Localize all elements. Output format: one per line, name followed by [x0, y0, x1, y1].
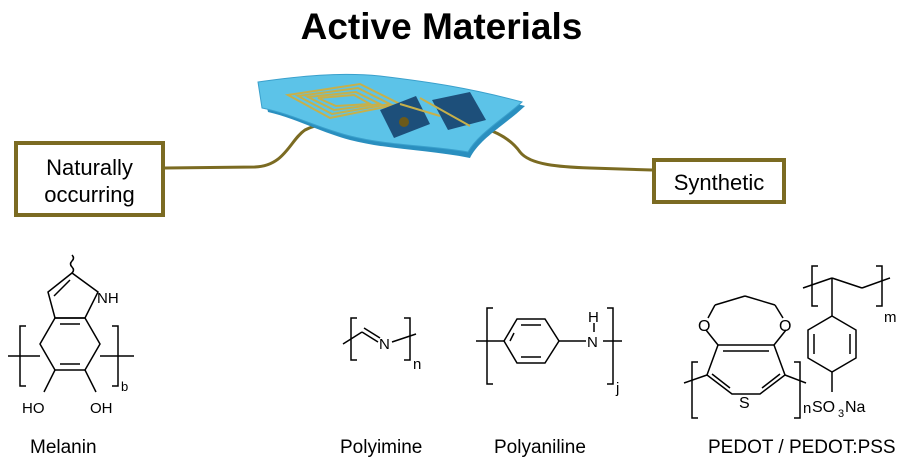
polyaniline-n-label: N: [587, 334, 598, 351]
pedot-o1-label: O: [698, 318, 710, 335]
polyimine-n-label: N: [379, 336, 390, 353]
pedot-s-label: S: [739, 395, 750, 412]
polyaniline-bracket-right: [607, 307, 614, 385]
pss-bracket-right: [876, 265, 883, 307]
melanin-structure: [8, 254, 134, 393]
pss-subscript: m: [884, 309, 897, 326]
polyaniline-subscript: j: [615, 380, 619, 397]
melanin-ho-label: HO: [22, 400, 45, 417]
page-title: Active Materials: [300, 6, 583, 47]
polyimine-subscript: n: [413, 356, 421, 373]
polyimine-structure: [342, 317, 417, 361]
electrode-right: [432, 92, 486, 130]
naturally-occurring-label-line1: Naturally: [46, 155, 133, 180]
polyaniline-benzene-ring: [503, 318, 560, 364]
pss-bracket-left: [811, 265, 818, 307]
pedot-subscript: n: [803, 400, 811, 417]
caption-pedot: PEDOT / PEDOT:PSS: [708, 437, 896, 458]
melanin-oh-label: OH: [90, 400, 113, 417]
polyaniline-h-label: H: [588, 309, 599, 326]
pedot-thiophene-ring: [706, 344, 786, 395]
pss-structure: [802, 265, 891, 392]
melanin-subscript: b: [121, 379, 128, 394]
electrode-left: [380, 96, 430, 138]
pedot-bracket-left: [691, 361, 698, 419]
polyaniline-structure: [476, 307, 622, 385]
melanin-benzene-ring: [39, 317, 101, 371]
caption-polyaniline: Polyaniline: [494, 437, 586, 458]
melanin-pyrrole-ring: [47, 272, 99, 319]
synthetic-label: Synthetic: [673, 170, 765, 195]
pedot-bracket-right: [794, 361, 801, 419]
synthetic-box: Synthetic: [652, 158, 786, 204]
melanin-wavy-bond: [69, 254, 75, 274]
melanin-bracket-left: [19, 325, 26, 387]
device-traces: [399, 97, 471, 127]
caption-melanin: Melanin: [30, 437, 97, 458]
device-junction: [399, 117, 409, 127]
polyaniline-bracket-left: [486, 307, 493, 385]
pedot-structure: [683, 295, 807, 419]
pss-so3-label: SO: [812, 399, 835, 416]
naturally-occurring-box: Naturally occurring: [14, 141, 165, 217]
naturally-occurring-label-line2: occurring: [44, 182, 135, 207]
polyimine-bracket-right: [404, 317, 411, 361]
caption-polyimine: Polyimine: [340, 437, 423, 458]
melanin-bracket-right: [112, 325, 119, 387]
pss-so3-subscript: 3: [838, 408, 844, 420]
flexible-device-illustration: [257, 73, 525, 158]
pedot-o2-label: O: [779, 318, 791, 335]
melanin-nh-label: NH: [97, 290, 119, 307]
pss-na-label: Na: [845, 399, 866, 416]
pss-benzene-ring: [807, 315, 857, 373]
